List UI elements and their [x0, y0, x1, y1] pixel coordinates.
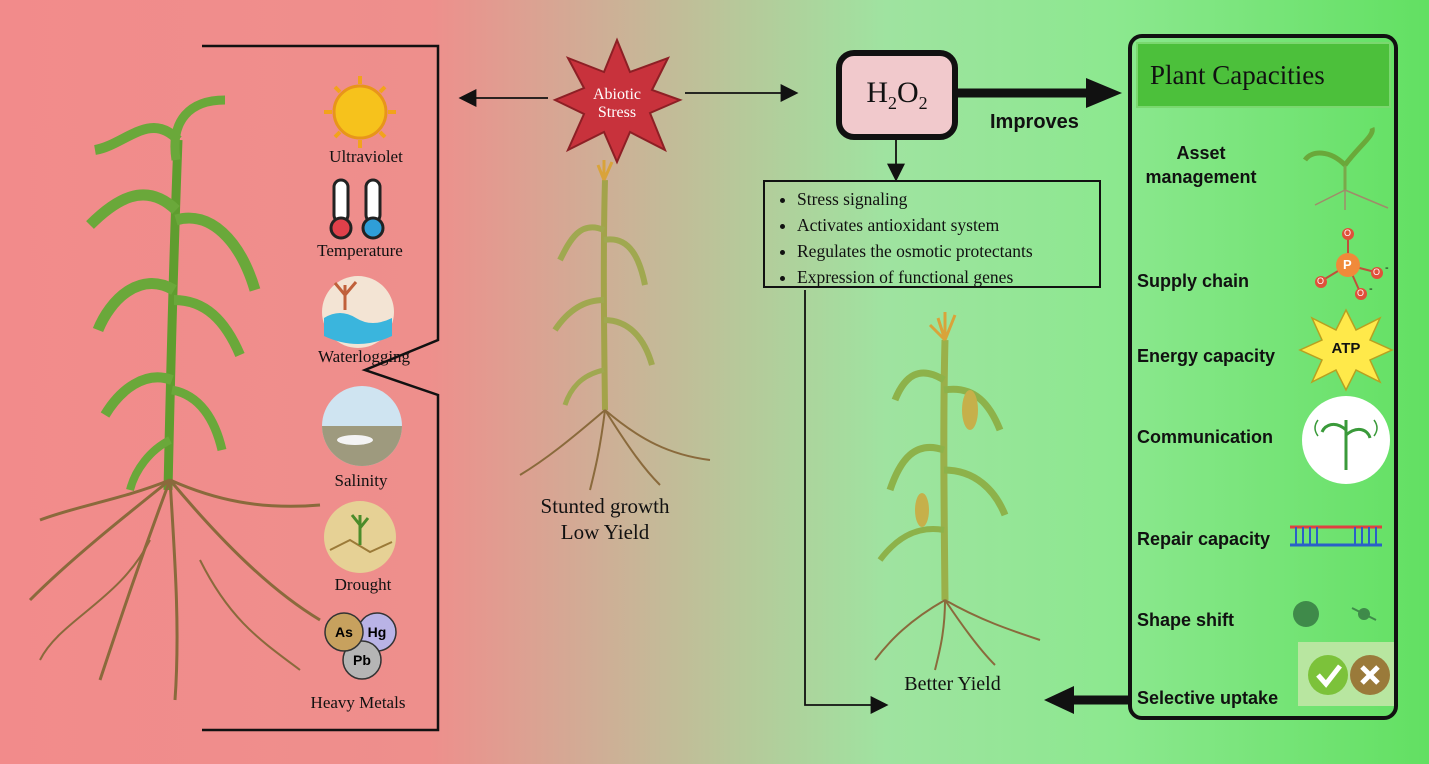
abiotic-stress-star: [552, 37, 683, 165]
sun-icon: [324, 76, 396, 148]
shape-shift-icon: [1293, 601, 1377, 627]
capacity-supply-chain: Supply chain: [1137, 271, 1250, 291]
metal-as: As: [335, 624, 353, 640]
phosphate-icon: [1315, 228, 1383, 300]
atp-icon: [1298, 308, 1394, 392]
metal-pb: Pb: [353, 652, 371, 668]
better-yield-label: Better Yield: [904, 673, 1001, 695]
atp-label: ATP: [1331, 340, 1361, 357]
h2o2-formula: H2O2: [866, 76, 928, 113]
stressor-waterlogging: Waterlogging: [317, 347, 411, 366]
metal-hg: Hg: [367, 624, 387, 640]
h2o2-box: H2O2: [836, 50, 958, 140]
heavy-metals-icon: [324, 612, 397, 680]
h2o2-roles-box: Stress signaling Activates antioxidant s…: [763, 180, 1101, 288]
phosphate-oxygen-bottom: O: [1357, 288, 1365, 298]
stunted-plant-illustration: [519, 160, 711, 491]
capacity-asset-management: Asset management: [1145, 143, 1257, 187]
communication-icon: [1302, 396, 1390, 484]
arrow-roles-to-yield: [804, 290, 889, 714]
healthy-plant-illustration: [28, 95, 321, 701]
phosphate-oxygen-right: O: [1373, 267, 1381, 277]
capacity-shape-shift: Shape shift: [1137, 610, 1235, 630]
phosphate-charge-right: -: [1385, 262, 1389, 274]
abiotic-stress-label: Abiotic Stress: [577, 86, 657, 122]
stressor-drought: Drought: [334, 575, 392, 594]
phosphate-oxygen-left: O: [1317, 276, 1325, 286]
stunted-growth-label: Stunted growth Low Yield: [515, 493, 695, 545]
h2o2-roles-list: Stress signaling Activates antioxidant s…: [775, 186, 1093, 290]
stressor-heavy-metals: Heavy Metals: [310, 693, 406, 712]
plant-capacities-title: Plant Capacities: [1136, 42, 1391, 108]
list-item: Stress signaling: [797, 186, 1093, 212]
thermometer-icon: [329, 178, 385, 240]
stressor-salinity: Salinity: [334, 471, 388, 490]
list-item: Expression of functional genes: [797, 264, 1093, 290]
selective-uptake-icon: [1298, 642, 1394, 706]
stunted-line2: Low Yield: [560, 520, 650, 544]
list-item: Activates antioxidant system: [797, 212, 1093, 238]
improved-plant-illustration: [874, 312, 1041, 671]
abiotic-stress-line2: Stress: [597, 104, 637, 121]
phosphate-charge-bottom: -: [1369, 283, 1373, 295]
stressor-bracket: [202, 44, 440, 732]
improves-label: Improves: [990, 111, 1079, 133]
capacity-energy: Energy capacity: [1137, 346, 1276, 366]
seedling-icon: [1302, 127, 1389, 210]
stressor-ultraviolet: Ultraviolet: [329, 147, 403, 166]
abiotic-stress-line1: Abiotic: [593, 86, 641, 103]
capacity-selective-uptake: Selective uptake: [1137, 688, 1279, 708]
drought-icon: [324, 501, 396, 573]
plant-capacities-panel: [1128, 34, 1398, 720]
stressor-temperature: Temperature: [317, 241, 403, 260]
waterlogging-icon: [322, 276, 394, 348]
list-item: Regulates the osmotic protectants: [797, 238, 1093, 264]
dna-repair-icon: [1290, 525, 1382, 547]
capacity-repair: Repair capacity: [1137, 529, 1271, 549]
salinity-icon: [322, 386, 402, 466]
phosphate-center: P: [1343, 257, 1352, 272]
phosphate-oxygen-top: O: [1344, 228, 1352, 238]
capacity-communication: Communication: [1137, 427, 1274, 447]
stunted-line1: Stunted growth: [540, 494, 670, 518]
